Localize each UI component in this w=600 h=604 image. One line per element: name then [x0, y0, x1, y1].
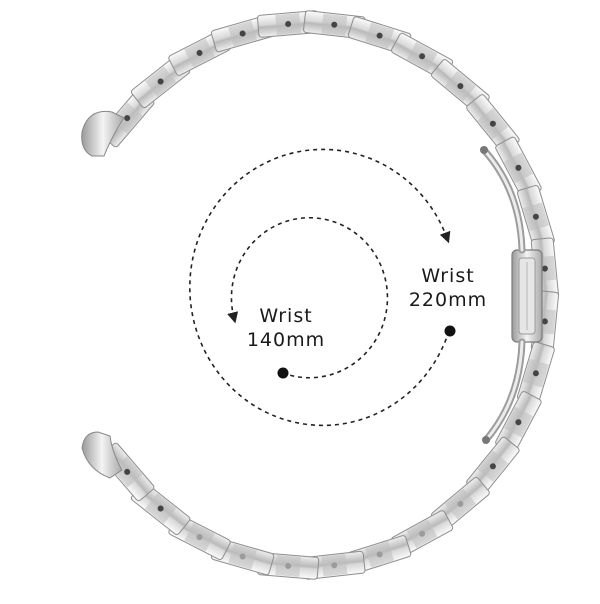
inner-size-guide [227, 216, 389, 379]
outer-guide-start-dot [444, 325, 456, 337]
outer-size-label: Wrist 220mm [398, 264, 498, 312]
outer-label-size: 220mm [408, 289, 488, 311]
band-end-bottom [81, 431, 123, 479]
inner-guide-start-dot [277, 367, 289, 379]
inner-label-word: Wrist [259, 305, 313, 327]
band-link [516, 341, 555, 405]
outer-label-word: Wrist [421, 265, 475, 287]
band-link [495, 391, 542, 454]
inner-label-size: 140mm [246, 329, 326, 351]
folding-clasp [480, 146, 543, 444]
band-link [303, 550, 366, 580]
outer-size-guide [189, 148, 456, 427]
inner-size-label: Wrist 140mm [236, 304, 336, 352]
watch-band [100, 10, 559, 580]
band-end-top [81, 110, 125, 157]
